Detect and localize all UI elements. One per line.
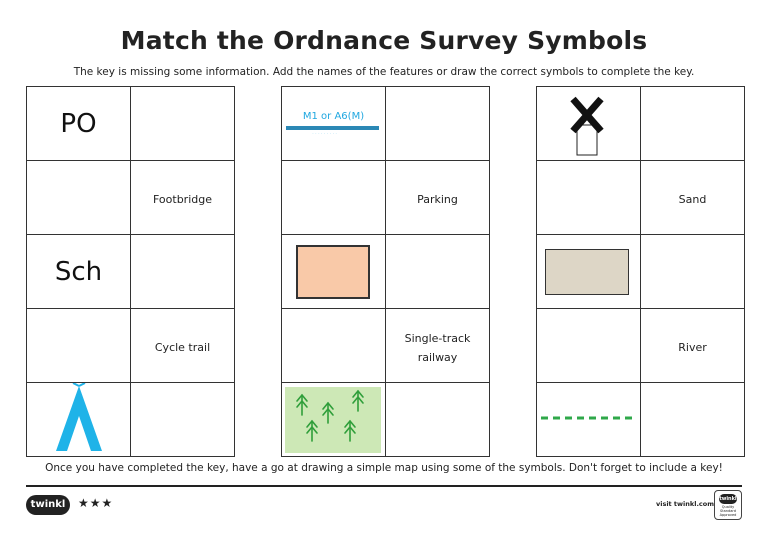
quality-badge-icon: twinkl Quality Standard Approved xyxy=(714,490,742,520)
symbol-cell[interactable] xyxy=(536,308,641,383)
orange-area-icon xyxy=(296,245,370,299)
name-cell[interactable]: Cycle trail xyxy=(130,308,235,383)
table-row xyxy=(536,382,745,457)
symbol-cell[interactable] xyxy=(26,308,131,383)
symbol-cell[interactable] xyxy=(281,234,386,309)
visit-link[interactable]: visit twinkl.com xyxy=(656,500,715,508)
table-row xyxy=(281,234,490,309)
name-cell[interactable]: Single-track railway xyxy=(385,308,490,383)
table-row: Single-track railway xyxy=(281,308,490,383)
symbol-cell[interactable]: PO xyxy=(26,86,131,161)
table-row: River xyxy=(536,308,745,383)
name-cell[interactable]: River xyxy=(640,308,745,383)
symbol-cell[interactable] xyxy=(26,160,131,235)
table-row xyxy=(26,382,235,457)
motorway-dots: ......... xyxy=(312,129,339,136)
school-symbol: Sch xyxy=(54,256,103,287)
table-row xyxy=(536,234,745,309)
feature-name: Single-track xyxy=(404,331,471,345)
name-cell[interactable] xyxy=(640,382,745,457)
feature-name: River xyxy=(678,341,707,354)
motorway-line-icon xyxy=(286,126,379,130)
key-table-2: M1 or A6(M) ......... Parking Single-tra… xyxy=(281,86,490,457)
post-office-symbol: PO xyxy=(60,108,97,139)
name-cell[interactable]: Footbridge xyxy=(130,160,235,235)
feature-name: Footbridge xyxy=(152,193,212,206)
feature-name: Parking xyxy=(417,193,458,206)
table-row: Cycle trail xyxy=(26,308,235,383)
name-cell[interactable] xyxy=(385,234,490,309)
symbol-cell[interactable] xyxy=(536,234,641,309)
table-row xyxy=(536,86,745,161)
feature-name: railway xyxy=(417,350,458,364)
name-cell[interactable] xyxy=(385,86,490,161)
name-cell[interactable] xyxy=(130,382,235,457)
table-row: Sand xyxy=(536,160,745,235)
table-row: M1 or A6(M) ......... xyxy=(281,86,490,161)
key-table-1: PO Footbridge Sch Cycle trail xyxy=(26,86,235,457)
table-row: Parking xyxy=(281,160,490,235)
instructions: The key is missing some information. Add… xyxy=(73,66,695,78)
table-row: Footbridge xyxy=(26,160,235,235)
name-cell[interactable] xyxy=(640,234,745,309)
coniferous-wood-icon xyxy=(296,389,364,442)
name-cell[interactable]: Sand xyxy=(640,160,745,235)
name-cell[interactable] xyxy=(385,382,490,457)
beige-area-icon xyxy=(545,249,629,295)
footer-note: Once you have completed the key, have a … xyxy=(45,462,723,474)
name-cell[interactable]: Parking xyxy=(385,160,490,235)
table-row: PO xyxy=(26,86,235,161)
forest-background xyxy=(285,387,381,453)
symbol-cell[interactable] xyxy=(281,308,386,383)
twinkl-logo: twinkl xyxy=(26,495,70,515)
symbol-cell[interactable]: Sch xyxy=(26,234,131,309)
key-table-3: Sand River xyxy=(536,86,745,457)
green-dashed-line-icon xyxy=(541,416,635,420)
table-row xyxy=(281,382,490,457)
name-cell[interactable] xyxy=(640,86,745,161)
page-title: Match the Ordnance Survey Symbols xyxy=(120,26,648,55)
tent-icon xyxy=(56,383,102,451)
symbol-cell[interactable] xyxy=(536,382,641,457)
difficulty-stars: ★★★ xyxy=(78,496,114,510)
windmill-icon xyxy=(570,96,604,156)
badge-text: Quality Standard Approved xyxy=(719,505,737,517)
symbol-cell[interactable] xyxy=(281,382,386,457)
feature-name: Sand xyxy=(678,193,707,206)
footer-divider xyxy=(26,485,742,487)
symbol-cell[interactable]: M1 or A6(M) ......... xyxy=(281,86,386,161)
symbol-cell[interactable] xyxy=(536,160,641,235)
table-row: Sch xyxy=(26,234,235,309)
name-cell[interactable] xyxy=(130,86,235,161)
symbol-cell[interactable] xyxy=(26,382,131,457)
symbol-cell[interactable] xyxy=(281,160,386,235)
symbol-cell[interactable] xyxy=(536,86,641,161)
feature-name: Cycle trail xyxy=(154,341,211,354)
motorway-label: M1 or A6(M) xyxy=(302,111,365,122)
name-cell[interactable] xyxy=(130,234,235,309)
badge-logo: twinkl xyxy=(719,494,737,504)
